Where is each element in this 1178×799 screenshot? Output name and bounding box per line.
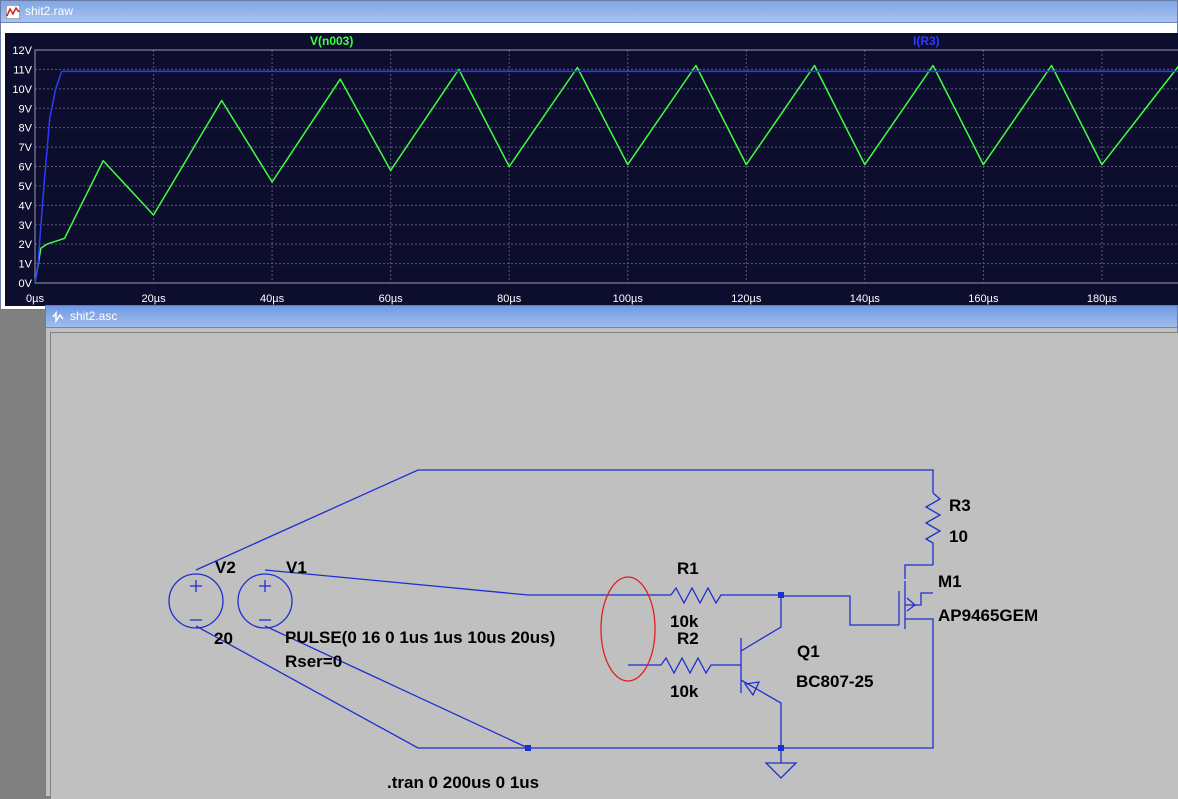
wire-v2-ground bbox=[195, 625, 781, 749]
x-tick-label: 160µs bbox=[968, 293, 999, 305]
waveform-window-title: shit2.raw bbox=[25, 4, 74, 18]
wire-m1-source bbox=[781, 618, 934, 749]
transistor-q1-arrow bbox=[743, 681, 761, 697]
schematic-drawing bbox=[168, 469, 942, 779]
schematic-window[interactable]: shit2.asc bbox=[45, 305, 1178, 799]
schematic-canvas[interactable]: V2 20 V1 PULSE(0 16 0 1us 1us 10us 20us)… bbox=[50, 332, 1178, 799]
v1-rser[interactable]: Rser=0 bbox=[285, 652, 343, 671]
v2-value[interactable]: 20 bbox=[214, 629, 233, 648]
x-tick-label: 60µs bbox=[379, 293, 404, 305]
y-tick-label: 7V bbox=[19, 142, 33, 154]
wire-m1-gate bbox=[781, 595, 899, 626]
v1-value[interactable]: PULSE(0 16 0 1us 1us 10us 20us) bbox=[285, 628, 556, 647]
resistor-r2-symbol bbox=[628, 656, 741, 675]
junction-dot bbox=[778, 592, 784, 598]
waveform-icon bbox=[6, 5, 20, 19]
wire-m1-body bbox=[905, 592, 933, 606]
y-tick-label: 0V bbox=[19, 278, 33, 290]
x-tick-label: 140µs bbox=[850, 293, 881, 305]
voltage-source-v2 bbox=[168, 573, 224, 629]
trace-vn003-line bbox=[34, 64, 1178, 284]
x-tick-label: 120µs bbox=[731, 293, 762, 305]
y-tick-label: 9V bbox=[19, 103, 33, 115]
x-tick-label: 40µs bbox=[260, 293, 285, 305]
highlight-ellipse bbox=[600, 576, 656, 682]
plot-frame bbox=[34, 49, 1178, 284]
wire-v1-ground bbox=[264, 625, 529, 749]
wire-m1-drain bbox=[904, 564, 933, 579]
y-tick-label: 6V bbox=[19, 162, 33, 174]
r1-label[interactable]: R1 bbox=[677, 559, 699, 578]
x-tick-label: 180µs bbox=[1087, 293, 1118, 305]
voltage-source-v1 bbox=[237, 573, 293, 629]
waveform-window[interactable]: shit2.raw V(n003) I(R3) 12V 11V 10V 9V 8V 7V 6… bbox=[0, 0, 1178, 310]
junction-dot bbox=[778, 745, 784, 751]
ground-symbol bbox=[764, 748, 798, 779]
r2-value[interactable]: 10k bbox=[670, 682, 699, 701]
v2-label[interactable]: V2 bbox=[215, 558, 236, 577]
schematic-window-title: shit2.asc bbox=[70, 309, 118, 323]
r3-value[interactable]: 10 bbox=[949, 527, 968, 546]
x-tick-label: 80µs bbox=[497, 293, 522, 305]
r2-label[interactable]: R2 bbox=[677, 629, 699, 648]
y-tick-label: 1V bbox=[19, 259, 33, 271]
y-tick-label: 5V bbox=[19, 181, 33, 193]
resistor-r1-symbol bbox=[670, 586, 781, 605]
y-tick-label: 8V bbox=[19, 123, 33, 135]
schematic-titlebar[interactable]: shit2.asc bbox=[46, 306, 1177, 328]
wire-v1-r1 bbox=[264, 569, 671, 596]
m1-label[interactable]: M1 bbox=[938, 572, 962, 591]
junction-dot bbox=[525, 745, 531, 751]
y-tick-label: 2V bbox=[19, 239, 33, 251]
q1-value[interactable]: BC807-25 bbox=[796, 672, 874, 691]
r1-value[interactable]: 10k bbox=[670, 612, 699, 631]
q1-label[interactable]: Q1 bbox=[797, 642, 820, 661]
transistor-q1-emitter bbox=[740, 679, 782, 748]
y-tick-label: 12V bbox=[12, 45, 32, 57]
y-tick-label: 4V bbox=[19, 200, 33, 212]
x-tick-label: 0µs bbox=[26, 293, 44, 305]
trace-label-vn003[interactable]: V(n003) bbox=[310, 34, 354, 48]
y-tick-label: 11V bbox=[13, 64, 32, 76]
v1-label[interactable]: V1 bbox=[286, 558, 307, 577]
x-tick-label: 20µs bbox=[142, 293, 167, 305]
m1-value[interactable]: AP9465GEM bbox=[938, 606, 1039, 625]
schematic-icon bbox=[52, 310, 64, 324]
trace-label-ir3[interactable]: I(R3) bbox=[913, 34, 940, 48]
trace-ir3-line bbox=[34, 70, 1178, 284]
resistor-r3-symbol bbox=[924, 492, 942, 565]
r3-label[interactable]: R3 bbox=[949, 496, 971, 515]
y-tick-label: 3V bbox=[19, 220, 33, 232]
y-tick-label: 10V bbox=[12, 84, 32, 96]
mosfet-m1-arrow bbox=[906, 597, 917, 612]
waveform-titlebar[interactable]: shit2.raw bbox=[1, 1, 1177, 23]
waveform-chart: 12V 11V 10V 9V 8V 7V 6V 5V 4V 3V 2V 1V 0V 0µs 20µs 40µs… bbox=[12, 45, 1178, 305]
wire-v2-r3 bbox=[195, 469, 934, 571]
x-tick-label: 100µs bbox=[613, 293, 644, 305]
tran-directive[interactable]: .tran 0 200us 0 1us bbox=[387, 773, 540, 792]
transistor-q1-collector bbox=[740, 595, 782, 652]
